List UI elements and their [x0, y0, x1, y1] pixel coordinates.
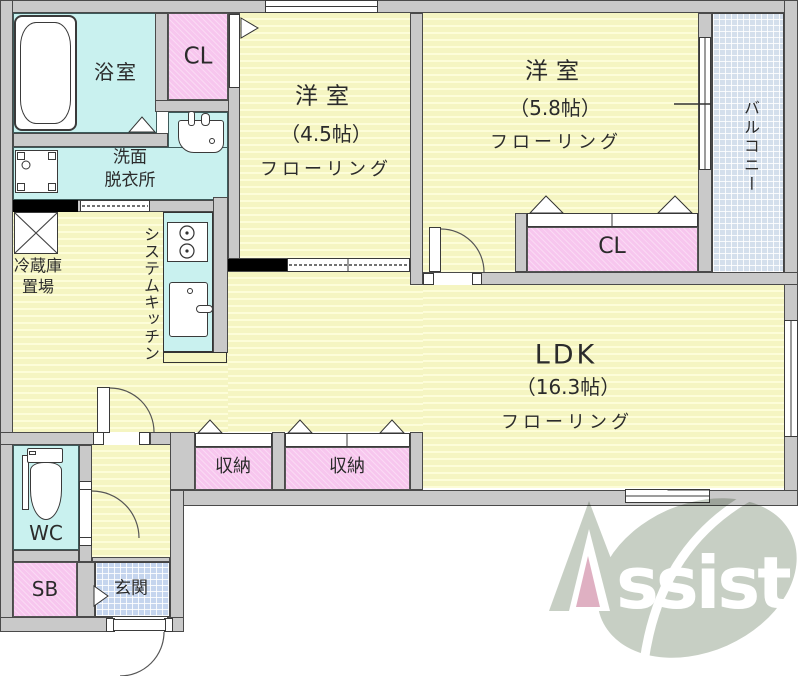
- ldk-mid-floor: [228, 272, 423, 432]
- toilet-handle: [29, 451, 36, 455]
- door-leaf-entrance: [113, 619, 166, 631]
- door-hinge: [423, 273, 434, 285]
- western45-name: 洋室: [295, 83, 357, 110]
- door-opening-hallway: [95, 433, 150, 445]
- storage-right-label: 収納: [329, 456, 365, 477]
- storage-right-floor: [285, 447, 410, 490]
- window-western45-top: [265, 0, 378, 13]
- wall-ldk-southwest: [0, 432, 95, 445]
- wc-label: WC: [29, 521, 63, 545]
- washroom-label-line2: 脱衣所: [104, 170, 156, 191]
- sliding-door-western45: [287, 258, 410, 272]
- western58-floor-type: フローリング: [490, 132, 622, 153]
- door-leaf-ldk-hall: [97, 387, 110, 433]
- logo-letter-a: [549, 501, 631, 611]
- logo-letter-a-counter: [569, 529, 610, 611]
- entrance-label: 玄関: [114, 578, 148, 599]
- wall-kitchen-east: [213, 197, 228, 353]
- wall-bottom-left-a: [0, 617, 113, 632]
- door-leaf-wc: [79, 489, 92, 538]
- fridge-label-line2: 置場: [21, 277, 55, 296]
- wall-left: [0, 0, 13, 632]
- kitchen-stove: [167, 222, 208, 262]
- fridge-label-line1: 冷蔵庫: [13, 256, 63, 275]
- closet-top-door-leaf: [229, 14, 240, 88]
- fridge-space-box: [14, 212, 58, 254]
- closet58-door-track: [527, 213, 698, 227]
- wall-black-segment-washroom: [13, 200, 78, 212]
- wall-genkan-threshold: [92, 557, 170, 562]
- balcony-floor: [712, 13, 784, 273]
- kitchen-label: システムキッチン: [141, 226, 160, 362]
- bathtub-inner: [20, 22, 71, 124]
- wall-sb-east: [77, 562, 95, 617]
- door-leaf-western58: [429, 227, 441, 272]
- wall-closet58-west: [515, 213, 527, 272]
- storage-left-floor: [195, 447, 272, 490]
- door-arc: [119, 631, 165, 676]
- toilet-bowl: [30, 462, 62, 520]
- western58-size: （5.8帖）: [509, 96, 601, 120]
- window-ldk-south: [625, 489, 710, 503]
- ldk-name: LDK: [534, 339, 598, 371]
- wall-top: [0, 0, 798, 13]
- closet-58-label: CL: [598, 234, 626, 259]
- closet-58-floor: [527, 227, 698, 272]
- hallway-floor: [92, 445, 170, 558]
- room-western-45-floor: [240, 13, 410, 258]
- washing-machine-corner: [48, 152, 56, 160]
- door-hinge: [79, 537, 92, 546]
- sliding-door-washroom: [80, 200, 150, 212]
- closet-top-label: CL: [183, 43, 213, 70]
- wall-storage-west: [170, 432, 195, 490]
- closet-top-floor: [168, 13, 228, 100]
- door-hinge: [472, 273, 482, 285]
- wall-wc-south: [13, 550, 79, 562]
- western58-name: 洋室: [525, 58, 587, 85]
- door-opening-western58: [434, 273, 472, 285]
- vanity-tap: [188, 111, 195, 126]
- door-hinge: [93, 432, 104, 445]
- logo-leaf-vein: [639, 490, 757, 663]
- window-ldk-east: [784, 320, 798, 437]
- window-balcony: [699, 37, 711, 170]
- storage-left-door-track: [195, 433, 272, 447]
- logo-text: ssist: [616, 541, 790, 625]
- ldk-main-floor: [423, 285, 786, 488]
- vanity-tap: [201, 113, 210, 126]
- kitchen-faucet: [196, 305, 213, 313]
- wall-storage-east: [410, 432, 423, 490]
- wall-entrance-east: [170, 490, 184, 632]
- kitchen-counter-end: [163, 352, 227, 363]
- storage-left-label: 収納: [215, 456, 251, 477]
- western45-size: （4.5帖）: [280, 122, 372, 146]
- shoe-box-label: SB: [31, 577, 59, 601]
- bathroom-label: 浴室: [94, 60, 138, 84]
- wall-bath-east: [155, 13, 168, 112]
- wall-storage-divider: [272, 432, 285, 490]
- ldk-size: （16.3帖）: [515, 375, 621, 399]
- balcony-label: バルコニー: [741, 99, 760, 195]
- wall-black-segment-western45: [228, 259, 288, 271]
- ldk-floor-type: フローリング: [501, 412, 633, 433]
- washroom-label-line1: 洗面: [113, 147, 147, 168]
- washing-machine-corner: [17, 183, 25, 191]
- wall-between-western-rooms: [410, 13, 423, 285]
- washing-machine-corner: [48, 183, 56, 191]
- toilet-shelf: [22, 455, 29, 510]
- western45-floor-type: フローリング: [260, 159, 392, 180]
- storage-right-door-track: [285, 433, 410, 447]
- vanity-sink: [178, 120, 224, 153]
- logo-letter-a-accent: [576, 556, 600, 607]
- shoe-box-floor: [13, 562, 77, 617]
- door-hinge: [139, 432, 150, 445]
- washing-machine-corner: [17, 152, 25, 160]
- wall-bath-south: [13, 133, 168, 147]
